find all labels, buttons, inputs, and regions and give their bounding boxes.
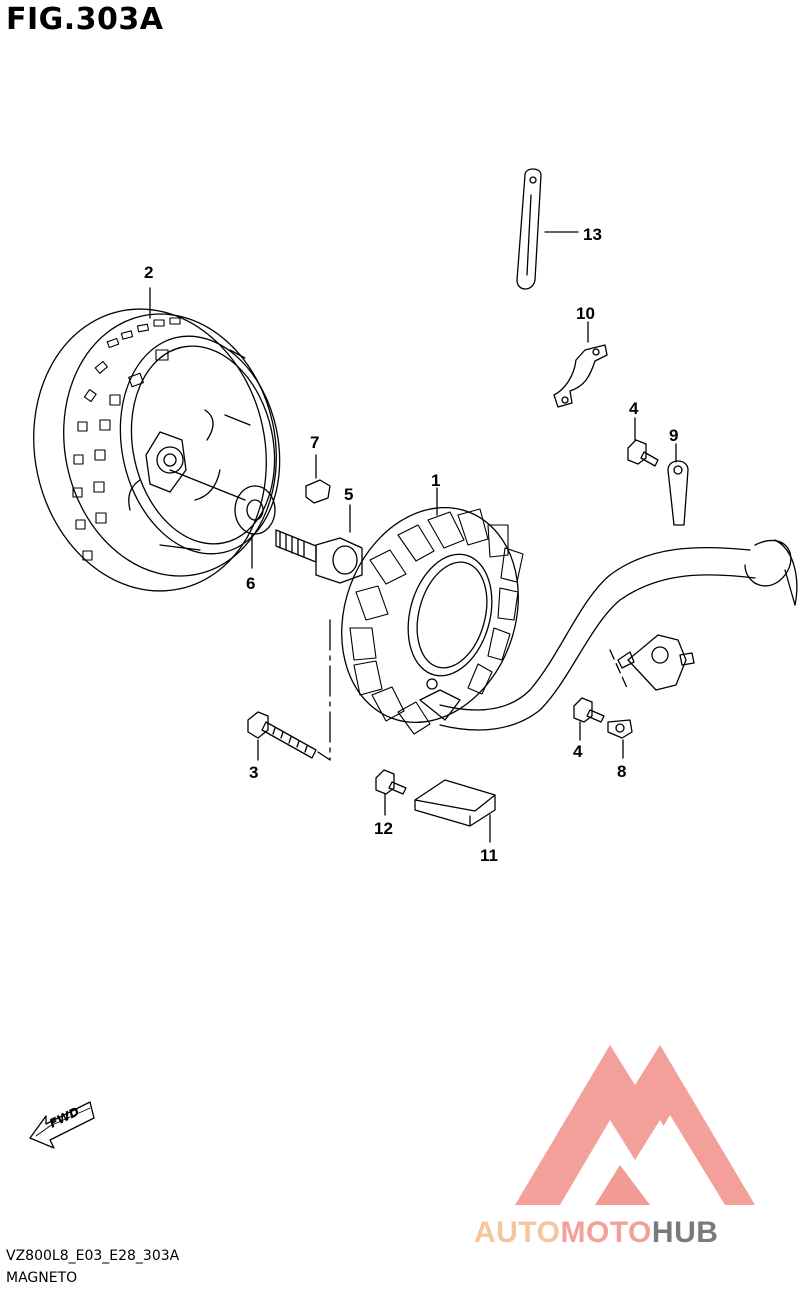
wire-clamp-9 (667, 443, 689, 526)
callout-6: 6 (246, 574, 255, 593)
pickup-coil (609, 634, 695, 691)
callout-2: 2 (144, 263, 153, 282)
callout-10: 10 (576, 304, 595, 323)
watermark-text-hub: HUB (651, 1216, 719, 1249)
wire-harness (419, 539, 798, 731)
callout-7: 7 (310, 433, 319, 452)
callout-1: 1 (431, 471, 440, 490)
bolt-12 (375, 769, 407, 816)
section-name: MAGNETO (6, 1270, 78, 1286)
callout-8: 8 (617, 762, 626, 781)
figure-title: FIG.303A (6, 2, 164, 37)
rotor-bolt (275, 504, 363, 584)
stator-bolt (247, 619, 331, 761)
stator (341, 487, 524, 735)
callout-4-upper: 4 (629, 399, 639, 418)
clamp-10 (553, 321, 608, 408)
watermark-text-moto: MOTO (560, 1216, 652, 1249)
watermark-text: AUTOMOTOHUB (474, 1216, 718, 1250)
clamp-8 (607, 719, 633, 759)
woodruff-key (305, 454, 331, 504)
washer (234, 485, 276, 569)
callout-13: 13 (583, 225, 602, 244)
figure-code: VZ800L8_E03_E28_303A (6, 1248, 180, 1264)
bolt-upper (627, 417, 659, 467)
automotohub-logo (515, 1045, 755, 1205)
callout-5: 5 (344, 485, 353, 504)
bracket-11 (414, 779, 496, 843)
clamp-strip-13 (516, 168, 579, 290)
watermark-text-auto: AUTO (474, 1216, 561, 1249)
fwd-arrow-icon: FWD (29, 1101, 95, 1149)
rotor-flywheel (33, 287, 281, 592)
callout-11: 11 (480, 846, 498, 865)
callout-12: 12 (374, 819, 393, 838)
callout-9: 9 (669, 426, 678, 445)
callout-4-lower: 4 (573, 742, 583, 761)
callout-3: 3 (249, 763, 258, 782)
bolt-lower (573, 697, 605, 741)
